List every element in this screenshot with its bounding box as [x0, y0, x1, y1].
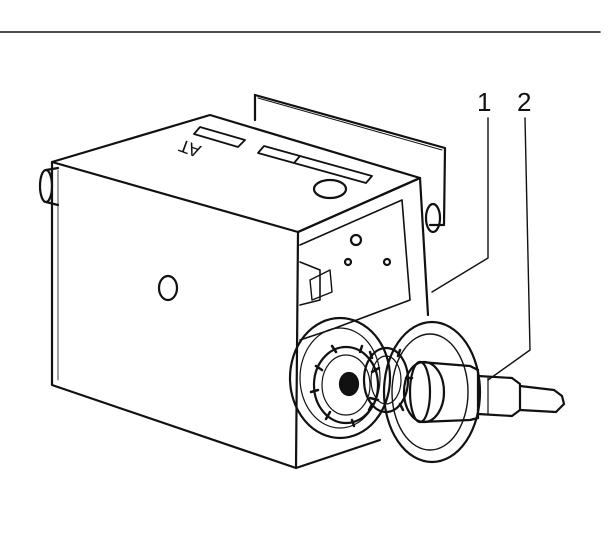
left-pinion-gear: [309, 344, 381, 428]
callout-label-2: 2: [517, 87, 532, 117]
callout-1-leader-line: [431, 117, 489, 293]
output-shaft: [408, 360, 566, 424]
callout-label-1: 1: [477, 87, 492, 117]
right-pivot-stub: [424, 202, 442, 234]
rear-mounting-plate: [253, 93, 447, 227]
housing-top-face: [50, 113, 422, 234]
front-rivet: [157, 274, 179, 302]
left-pivot-stub: [38, 166, 60, 207]
rear-gear-disc: [288, 316, 392, 440]
callout-2-leader-line: [487, 117, 531, 381]
housing-front-face: [50, 160, 300, 470]
housing-side-face: [294, 176, 430, 470]
housing-marking-text: AT: [176, 135, 203, 161]
